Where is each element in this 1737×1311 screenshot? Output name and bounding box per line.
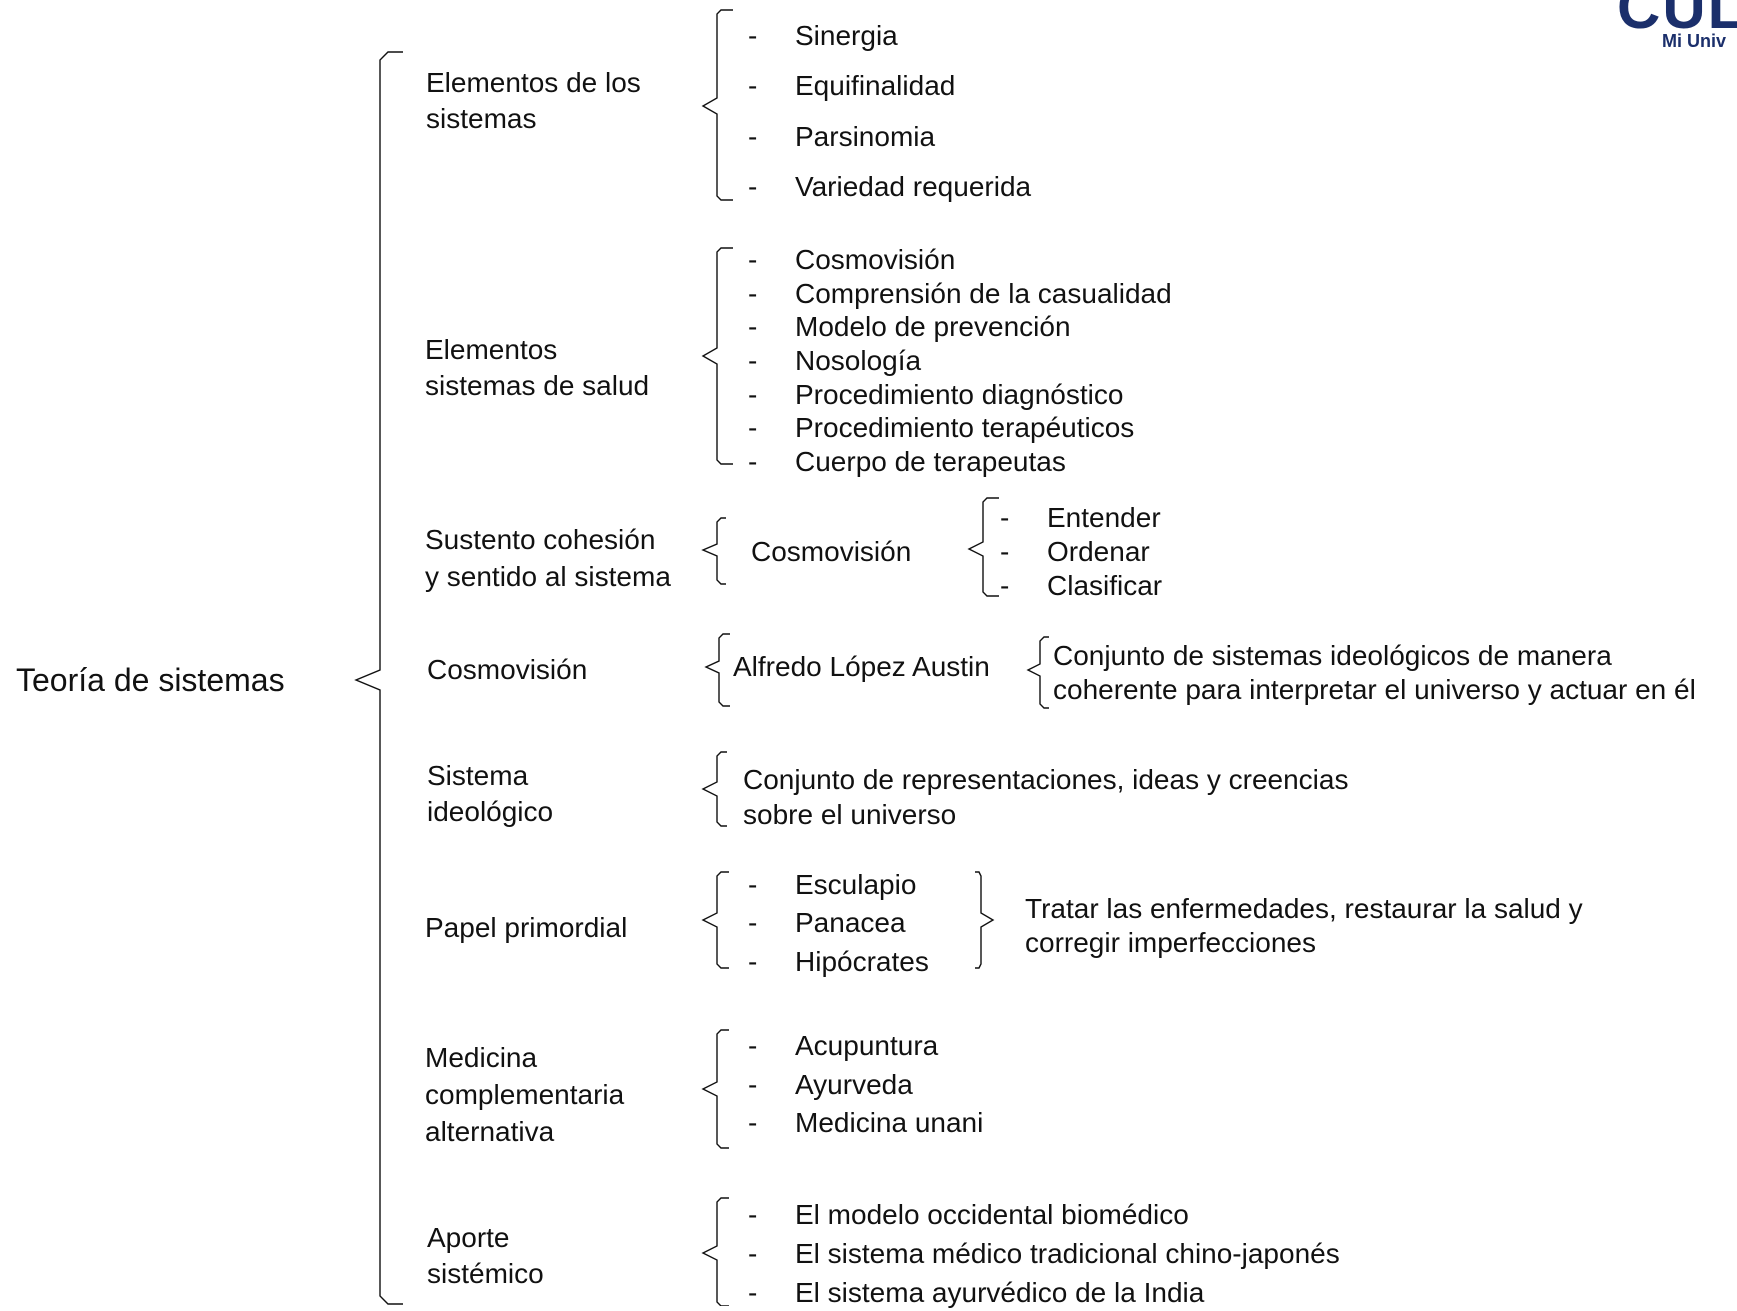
branch-label-line: y sentido al sistema xyxy=(425,561,671,592)
bullet-dash: - xyxy=(748,869,758,900)
bracket-b1 xyxy=(701,9,733,201)
bracket-b2 xyxy=(701,247,733,465)
logo-subtitle: Mi Univ xyxy=(1662,31,1727,51)
bullet-dash: - xyxy=(748,20,758,51)
bullet-dash: - xyxy=(748,1069,758,1100)
bullet-dash: - xyxy=(748,379,758,410)
bullet-dash: - xyxy=(748,946,758,977)
list-item: Acupuntura xyxy=(795,1030,939,1061)
list-item: Hipócrates xyxy=(795,946,929,977)
bullet-dash: - xyxy=(1000,570,1010,601)
bullet-dash: - xyxy=(748,1030,758,1061)
branch-label-line: Cosmovisión xyxy=(427,654,588,685)
bullet-dash: - xyxy=(1000,536,1010,567)
bullet-dash: - xyxy=(748,311,758,342)
list-item: Comprensión de la casualidad xyxy=(795,278,1172,309)
branch-label-line: ideológico xyxy=(427,796,554,827)
definition-line: Conjunto de representaciones, ideas y cr… xyxy=(743,764,1349,795)
branch-label-line: complementaria xyxy=(425,1079,625,1110)
bracket-b3a xyxy=(701,517,726,585)
list-item: Esculapio xyxy=(795,869,917,900)
definition-line: corregir imperfecciones xyxy=(1025,927,1316,958)
list-item: Procedimiento terapéuticos xyxy=(795,412,1135,443)
branch-label-line: alternativa xyxy=(425,1116,555,1147)
branch-label-line: Elementos xyxy=(425,334,558,365)
logo: CUL xyxy=(1617,0,1737,33)
branch-label-line: sistémico xyxy=(427,1258,544,1289)
definition-line: Conjunto de sistemas ideológicos de mane… xyxy=(1053,640,1612,671)
branch-label-line: sistemas xyxy=(426,103,537,134)
list-item: Parsinomia xyxy=(795,121,936,152)
branch-label-line: sistemas de salud xyxy=(425,370,650,401)
sub-node: Alfredo López Austin xyxy=(733,651,990,682)
list-item: Clasificar xyxy=(1047,570,1163,601)
definition-line: Tratar las enfermedades, restaurar la sa… xyxy=(1025,893,1583,924)
list-item: El sistema médico tradicional chino-japo… xyxy=(795,1238,1340,1269)
bullet-dash: - xyxy=(748,446,758,477)
bracket-b5 xyxy=(701,751,727,827)
bullet-dash: - xyxy=(748,1277,758,1308)
bullet-dash: - xyxy=(748,345,758,376)
list-item: Medicina unani xyxy=(795,1107,984,1138)
list-item: Cosmovisión xyxy=(795,244,956,275)
list-item: Panacea xyxy=(795,907,906,938)
list-item: Equifinalidad xyxy=(795,70,956,101)
bullet-dash: - xyxy=(748,1199,758,1230)
bracket-b4b xyxy=(1026,636,1049,709)
bracket-b3b xyxy=(967,497,999,597)
bullet-dash: - xyxy=(748,171,758,202)
list-item: Modelo de prevención xyxy=(795,311,1071,342)
list-item: El modelo occidental biomédico xyxy=(795,1199,1189,1230)
bullet-dash: - xyxy=(748,70,758,101)
bullet-dash: - xyxy=(748,278,758,309)
bullet-dash: - xyxy=(748,907,758,938)
bracket-b6a xyxy=(701,871,729,969)
root-label: Teoría de sistemas xyxy=(16,662,285,698)
branch-label-line: Elementos de los xyxy=(426,67,641,98)
definition-line: coherente para interpretar el universo y… xyxy=(1053,674,1696,705)
list-item: Cuerpo de terapeutas xyxy=(795,446,1066,477)
list-item: Variedad requerida xyxy=(795,171,1032,202)
branch-label-line: Sustento cohesión xyxy=(425,524,656,555)
list-item: Nosología xyxy=(795,345,922,376)
bullet-dash: - xyxy=(748,412,758,443)
branch-label-line: Medicina xyxy=(425,1042,538,1073)
branch-label-line: Sistema xyxy=(427,760,529,791)
bracket-b6b xyxy=(975,871,995,969)
bracket-b8 xyxy=(701,1197,729,1306)
root-bracket xyxy=(354,51,403,1305)
bullet-dash: - xyxy=(748,1238,758,1269)
bracket-b7 xyxy=(701,1029,729,1149)
list-item: Ayurveda xyxy=(795,1069,913,1100)
bullet-dash: - xyxy=(748,1107,758,1138)
list-item: Procedimiento diagnóstico xyxy=(795,379,1124,410)
list-item: Sinergia xyxy=(795,20,898,51)
bullet-dash: - xyxy=(1000,502,1010,533)
list-item: Entender xyxy=(1047,502,1161,533)
branch-label-line: Aporte xyxy=(427,1222,510,1253)
bullet-dash: - xyxy=(748,244,758,275)
definition-line: sobre el universo xyxy=(743,799,957,830)
list-item: El sistema ayurvédico de la India xyxy=(795,1277,1205,1308)
bullet-dash: - xyxy=(748,121,758,152)
branch-label-line: Papel primordial xyxy=(425,912,628,943)
list-item: Ordenar xyxy=(1047,536,1150,567)
bracket-b4a xyxy=(704,633,730,707)
sub-node: Cosmovisión xyxy=(751,536,912,567)
